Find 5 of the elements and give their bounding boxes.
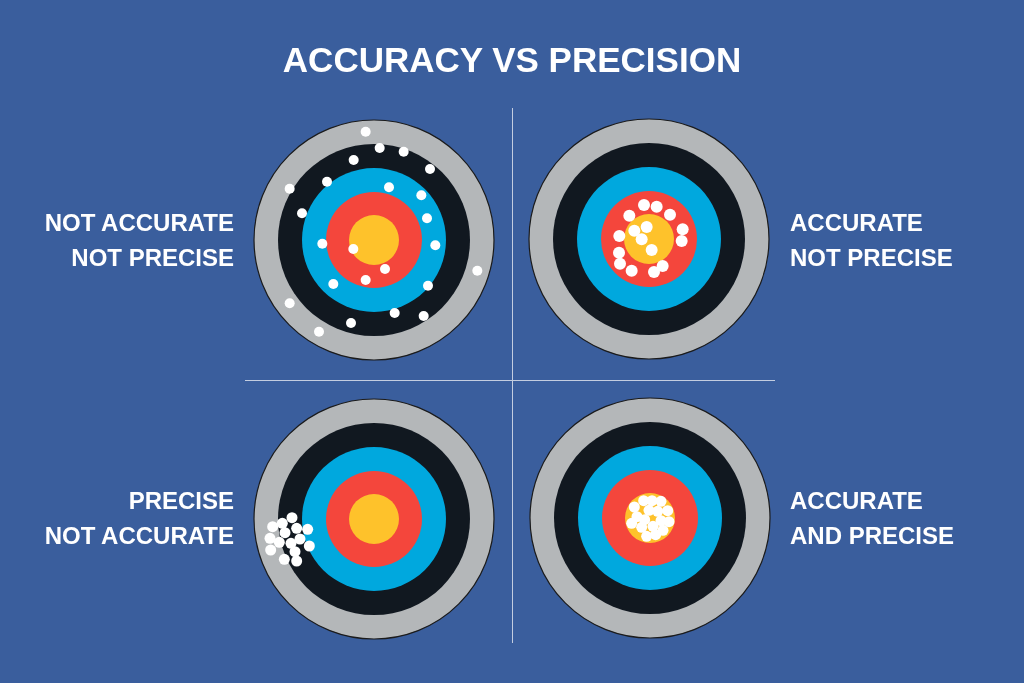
quadrant-label: NOT ACCURATE NOT PRECISE bbox=[44, 208, 234, 273]
title: ACCURACY VS PRECISION bbox=[282, 40, 742, 80]
quadrant-label: ACCURATE NOT PRECISE bbox=[790, 208, 953, 273]
quadrant-label: PRECISE NOT ACCURATE bbox=[44, 486, 234, 551]
quadrant-label: ACCURATE AND PRECISE bbox=[790, 486, 955, 551]
